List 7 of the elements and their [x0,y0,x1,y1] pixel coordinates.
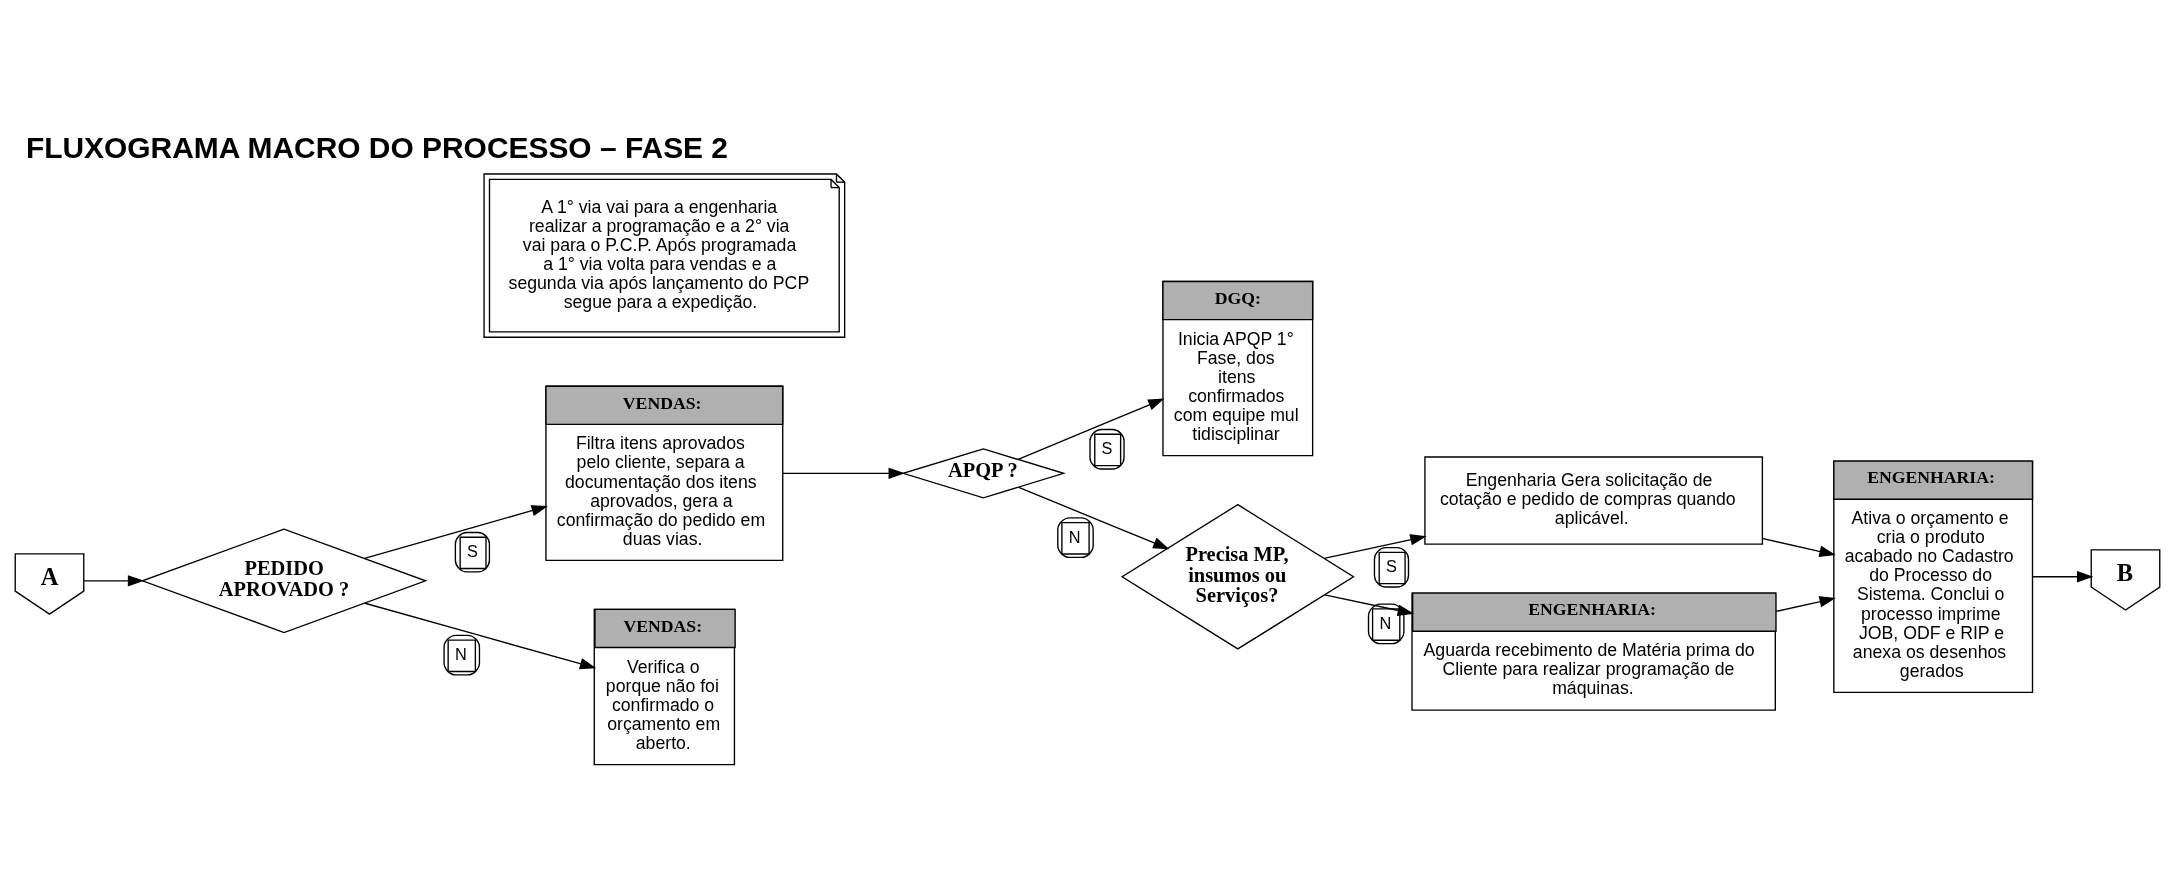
edge-label: S [466,541,478,560]
edge-label: N [1379,613,1392,632]
diagram-title: FLUXOGRAMA MACRO DO PROCESSO – FASE 2 [25,130,729,164]
edge-label: N [1068,527,1081,546]
edge-label: N [454,644,467,663]
edge-label: S [1101,438,1113,457]
edge-label: S [1386,556,1397,575]
